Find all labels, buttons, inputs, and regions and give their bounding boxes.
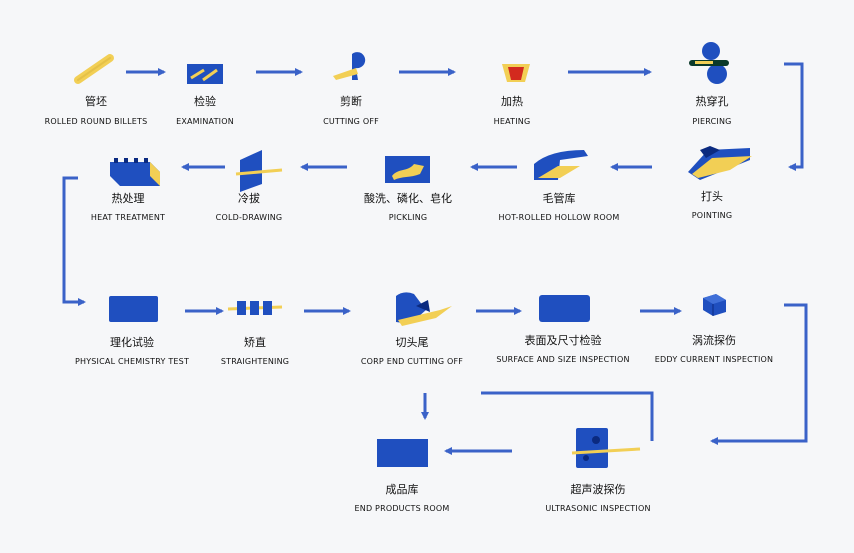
step-heating: 加热 HEATING xyxy=(494,95,531,127)
step-label-zh: 矫直 xyxy=(243,336,266,349)
step-label-zh: 热处理 xyxy=(111,192,145,205)
pickling-tank-icon xyxy=(385,156,430,183)
step-pickling: 酸洗、磷化、皂化 PICKLING xyxy=(364,192,452,223)
step-piercing: 热穿孔 PIERCING xyxy=(692,95,731,127)
arrow-eddy-to-ultrasonic xyxy=(710,303,808,445)
step-label-zh: 剪断 xyxy=(340,95,362,108)
step-label-en: END PRODUCTS ROOM xyxy=(354,504,450,513)
step-label-zh: 成品库 xyxy=(385,483,419,496)
heat-treatment-icon xyxy=(110,158,160,186)
billet-icon xyxy=(74,54,114,84)
arrow-heat-to-test xyxy=(62,176,86,306)
step-label-zh: 理化试验 xyxy=(110,336,154,349)
step-examination: 检验 EXAMINATION xyxy=(176,95,234,127)
examination-icon xyxy=(187,64,223,84)
pointing-icon xyxy=(688,146,752,180)
hollow-room-icon xyxy=(534,150,588,180)
step-label-en: HEATING xyxy=(493,117,531,126)
step-cold-drawing: 冷拔 COLD-DRAWING xyxy=(216,192,283,223)
step-corp-end-cutting-off: 切头尾 CORP END CUTTING OFF xyxy=(361,336,463,367)
step-label-en: SURFACE AND SIZE INSPECTION xyxy=(496,355,630,364)
arrow-piercing-to-pointing xyxy=(784,62,804,171)
step-label-en: PHYSICAL CHEMISTRY TEST xyxy=(74,357,190,366)
step-label-zh: 冷拔 xyxy=(237,192,260,205)
end-cutter-icon xyxy=(396,292,452,326)
step-label-en: PICKLING xyxy=(388,213,428,222)
step-label-zh: 管坯 xyxy=(85,95,107,108)
flow-arrows xyxy=(62,62,808,455)
arrow-ultrasonic-loop xyxy=(481,391,654,441)
step-label-zh: 毛管库 xyxy=(542,192,576,205)
step-rolled-round-billets: 管坯 ROLLED ROUND BILLETS xyxy=(45,95,148,127)
cold-drawing-icon xyxy=(235,150,283,192)
step-eddy-current-inspection: 涡流探伤 EDDY CURRENT INSPECTION xyxy=(655,334,773,365)
step-label-zh: 涡流探伤 xyxy=(691,334,736,347)
step-physical-chemistry-test: 理化试验 PHYSICAL CHEMISTRY TEST xyxy=(75,336,189,367)
shear-icon xyxy=(333,52,366,80)
step-label-en: STRAIGHTENING xyxy=(220,357,290,366)
eddy-cube-icon xyxy=(703,294,726,316)
step-label-en: CUTTING OFF xyxy=(323,117,379,126)
piercing-mill-icon xyxy=(689,42,729,84)
step-label-zh: 酸洗、磷化、皂化 xyxy=(364,192,452,205)
step-label-en: ULTRASONIC INSPECTION xyxy=(545,504,651,513)
step-label-en: HEAT TREATMENT xyxy=(90,213,166,222)
test-block-icon xyxy=(109,296,158,322)
products-room-icon xyxy=(377,439,428,467)
straightener-icon xyxy=(227,301,283,315)
step-surface-and-size-inspection: 表面及尺寸检验 SURFACE AND SIZE INSPECTION xyxy=(496,334,629,365)
step-label-zh: 热穿孔 xyxy=(695,95,729,108)
step-straightening: 矫直 STRAIGHTENING xyxy=(221,336,289,367)
step-label-zh: 切头尾 xyxy=(395,336,429,349)
step-label-zh: 表面及尺寸检验 xyxy=(524,334,602,347)
step-pointing: 打头 POINTING xyxy=(692,190,733,221)
inspection-block-icon xyxy=(539,295,590,322)
step-heat-treatment: 热处理 HEAT TREATMENT xyxy=(91,192,165,223)
step-end-products-room: 成品库 END PRODUCTS ROOM xyxy=(355,483,450,514)
step-ultrasonic-inspection: 超声波探伤 ULTRASONIC INSPECTION xyxy=(545,483,650,514)
step-label-en: CORP END CUTTING OFF xyxy=(360,357,464,366)
step-label-en: EXAMINATION xyxy=(176,117,234,126)
step-label-zh: 超声波探伤 xyxy=(570,483,626,496)
ultrasonic-icon xyxy=(571,428,641,468)
step-label-zh: 加热 xyxy=(500,95,523,108)
step-label-en: ROLLED ROUND BILLETS xyxy=(44,117,148,126)
step-label-en: EDDY CURRENT INSPECTION xyxy=(654,355,774,364)
step-label-en: PIERCING xyxy=(692,117,732,126)
step-label-zh: 打头 xyxy=(701,190,723,203)
furnace-icon xyxy=(502,64,530,82)
step-cutting-off: 剪断 CUTTING OFF xyxy=(323,95,379,127)
step-label-en: COLD-DRAWING xyxy=(215,213,283,222)
step-hot-rolled-hollow-room: 毛管库 HOT-ROLLED HOLLOW ROOM xyxy=(498,192,619,223)
step-label-en: HOT-ROLLED HOLLOW ROOM xyxy=(498,213,620,222)
step-label-en: POINTING xyxy=(691,211,733,220)
step-label-zh: 检验 xyxy=(194,95,216,108)
